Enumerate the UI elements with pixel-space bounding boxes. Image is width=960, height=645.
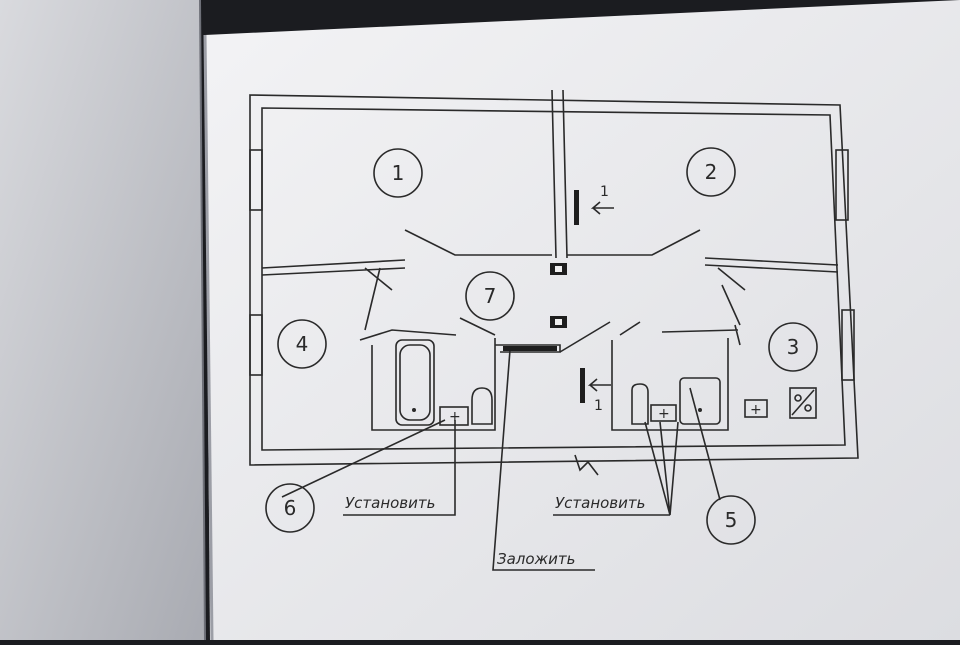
window-right-bottom (841, 309, 855, 381)
room-7-number: 7 (484, 284, 497, 308)
room-1-number: 1 (392, 161, 405, 185)
bathtub-left-inner (399, 344, 431, 421)
left-page (0, 0, 205, 640)
section-arrow-bottom (587, 378, 611, 392)
door-bath-left (459, 317, 496, 336)
break-line (574, 454, 599, 476)
washer-plus: + (750, 402, 762, 418)
room-2-circle (686, 147, 736, 197)
room-6-number: 6 (284, 496, 297, 520)
bath-drain-left (412, 408, 416, 412)
section-bar-top (574, 190, 579, 225)
burner-2 (804, 404, 812, 412)
bath-wall-right (611, 321, 729, 431)
door-room-2 (567, 229, 701, 256)
door-bath-right (559, 321, 611, 353)
leader-install-right (553, 421, 679, 516)
sink-left (439, 406, 469, 426)
stove-diagonal (791, 389, 815, 416)
section-label-bottom: 1 (594, 398, 603, 414)
install-label-right: Установить (555, 494, 645, 512)
window-right-top (835, 149, 849, 221)
toilet-right (631, 383, 649, 425)
room-4-number: 4 (296, 332, 309, 356)
room-2-number: 2 (705, 160, 718, 184)
room-3-number: 3 (787, 335, 800, 359)
sink-right (650, 404, 677, 422)
toilet-left (471, 387, 493, 425)
seal-label: Заложить (497, 550, 575, 568)
wall-to-seal (495, 344, 561, 353)
room-5-circle (706, 495, 756, 545)
plan-drawing (249, 89, 859, 571)
bath-right-top-wall (661, 324, 741, 346)
section-label-top: 1 (600, 184, 609, 200)
sink-left-plus: + (449, 409, 461, 425)
room-5-number: 5 (725, 508, 738, 532)
room-7-circle (465, 271, 515, 321)
page-spine (203, 34, 214, 641)
install-label-left: Установить (345, 494, 435, 512)
window-left-bottom (249, 314, 263, 376)
door-room-4 (364, 267, 393, 331)
section-bar-bottom (580, 368, 585, 403)
right-page (205, 0, 960, 640)
room-1-circle (373, 148, 423, 198)
washer-right (744, 399, 768, 418)
burner-1 (794, 394, 802, 402)
partition-2-3 (704, 257, 839, 273)
partition-1-2 (551, 89, 568, 259)
section-arrow-top (590, 201, 614, 215)
shower-drain (698, 408, 702, 412)
window-left-top (249, 149, 263, 211)
bath-wall-left (359, 329, 496, 431)
leader-5 (689, 387, 721, 501)
leader-seal (492, 349, 595, 571)
room-6-circle (265, 483, 315, 533)
bathtub-left (395, 339, 435, 426)
page-edge (199, 0, 206, 641)
room-4-circle (277, 319, 327, 369)
door-room-3 (717, 267, 746, 326)
seal-opening-fill (503, 346, 557, 351)
door-room-1 (404, 229, 552, 256)
leader-6 (281, 419, 456, 516)
vent-upper-inner (555, 266, 562, 272)
partition-1-4 (261, 259, 406, 276)
vent-lower-inner (555, 319, 562, 325)
sink-right-plus: + (658, 406, 670, 422)
room-3-circle (768, 322, 818, 372)
stove-right (789, 387, 817, 419)
